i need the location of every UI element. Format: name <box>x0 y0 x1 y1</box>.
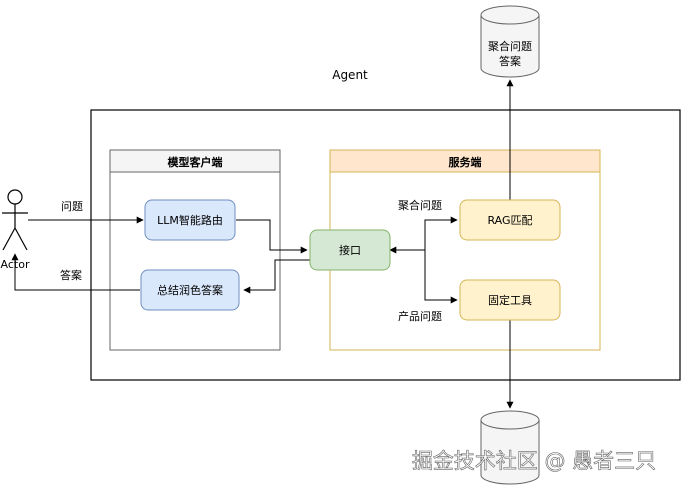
node-tool: 固定工具 <box>459 279 561 321</box>
edge-interface-summarizer <box>243 259 310 294</box>
node-llm-router: LLM智能路由 <box>144 199 236 241</box>
node-summarizer: 总结润色答案 <box>140 269 240 311</box>
client-container: 模型客户端 <box>109 149 281 351</box>
top-database-line2: 答案 <box>499 54 521 68</box>
node-summarizer-label: 总结润色答案 <box>157 283 223 297</box>
agent-label: Agent <box>332 68 368 82</box>
edge-label-aggregate: 聚合问题 <box>398 198 442 212</box>
agent-boundary <box>90 109 681 381</box>
node-rag: RAG匹配 <box>459 199 561 241</box>
edge-answer <box>11 253 140 291</box>
node-llm-router-label: LLM智能路由 <box>157 213 223 227</box>
edge-label-product: 产品问题 <box>398 309 442 323</box>
top-database: 聚合问题 答案 <box>480 5 540 78</box>
node-rag-label: RAG匹配 <box>487 214 532 227</box>
node-interface: 接口 <box>309 229 391 271</box>
bottom-database <box>480 410 540 485</box>
edge-label-question: 问题 <box>61 200 83 213</box>
edges <box>11 79 514 409</box>
client-title: 模型客户端 <box>168 155 223 169</box>
watermark: 掘金技术社区 @ 愚者三只 <box>412 449 656 473</box>
node-tool-label: 固定工具 <box>488 293 532 307</box>
node-interface-label: 接口 <box>339 244 361 257</box>
edge-interface-tool <box>424 250 458 304</box>
edge-label-answer: 答案 <box>60 268 82 282</box>
edge-interface-rag <box>389 216 458 254</box>
top-database-line1: 聚合问题 <box>488 39 532 53</box>
actor-icon <box>2 189 28 251</box>
edge-router-interface <box>236 219 308 254</box>
server-title: 服务端 <box>449 155 482 169</box>
